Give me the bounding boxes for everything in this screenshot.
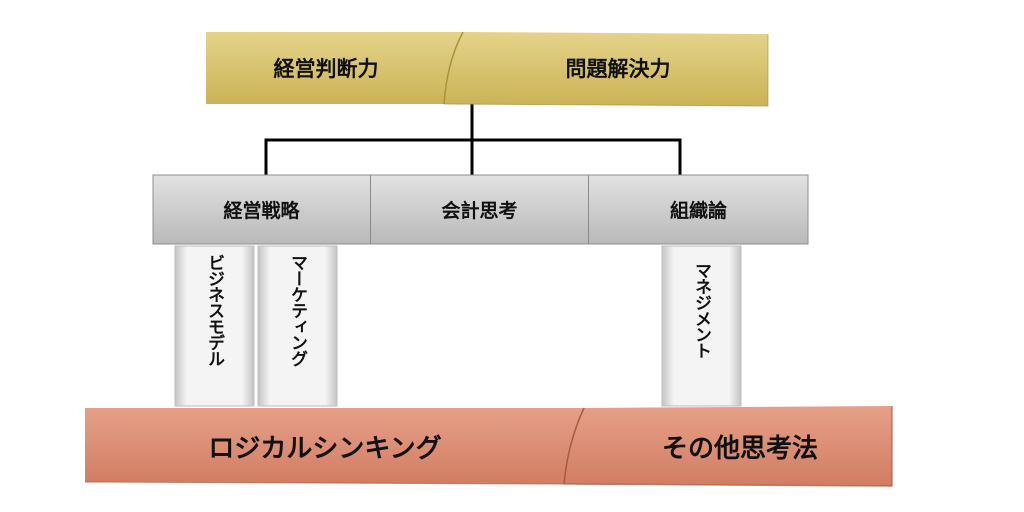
mid-box-1 <box>153 175 370 244</box>
top-banner <box>206 31 769 107</box>
mid-row <box>152 174 809 245</box>
bottom-right-label: その他思考法 <box>661 433 818 464</box>
pillar-1 <box>174 245 255 407</box>
top-left-label: 経営判断力 <box>273 57 379 81</box>
top-right-label: 問題解決力 <box>565 57 671 81</box>
bottom-banner <box>84 406 893 487</box>
pillar-3 <box>661 245 742 407</box>
mid-label-2: 会計思考 <box>441 200 518 222</box>
connector-lines <box>264 104 682 175</box>
bottom-left-label: ロジカルシンキング <box>208 433 442 464</box>
top-banner-right-segment <box>444 32 768 106</box>
mid-label-3: 組織論 <box>669 200 727 222</box>
bottom-banner-left-segment <box>85 408 584 484</box>
pillar-label-1: ビジネスモデル <box>204 254 224 366</box>
pillar-label-3: マネジメント <box>691 262 711 358</box>
mid-box-2 <box>371 175 588 244</box>
top-banner-left-segment <box>206 32 463 104</box>
mid-box-3 <box>589 175 808 244</box>
mid-label-1: 経営戦略 <box>223 200 300 222</box>
pillars <box>174 245 742 407</box>
pillar-label-2: マーケティング <box>287 254 307 366</box>
bottom-banner-right-segment <box>564 406 892 486</box>
pillar-2 <box>257 245 338 407</box>
